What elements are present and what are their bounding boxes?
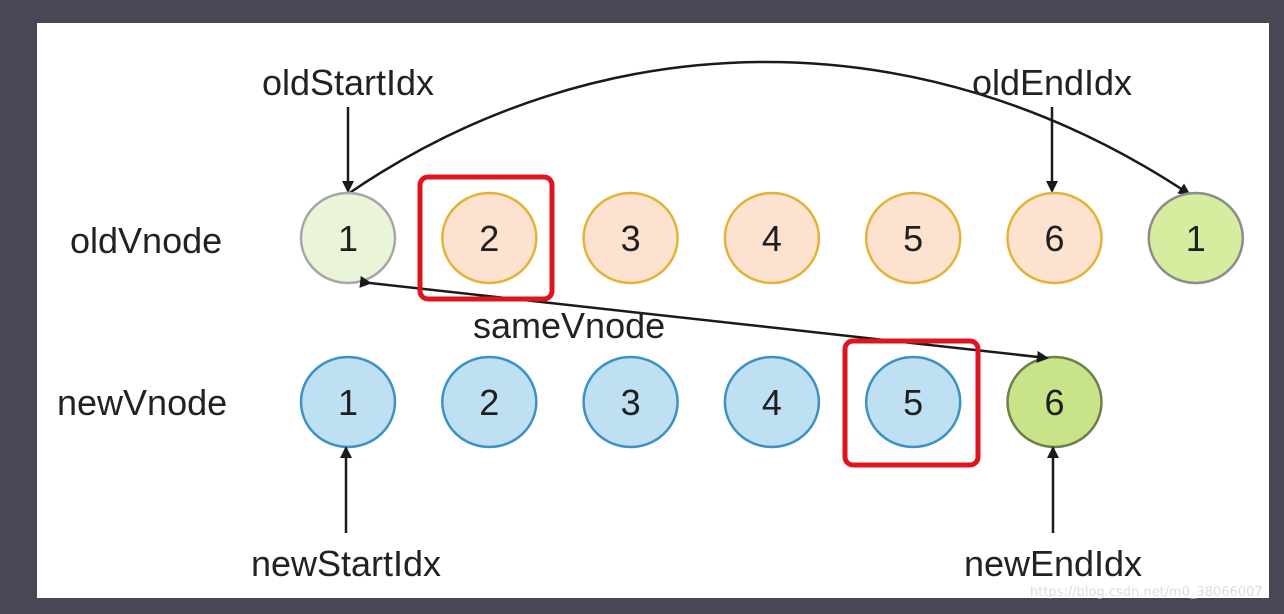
vnode-diff-diagram: oldStartIdx oldEndIdx oldVnode newVnode …: [57, 60, 1245, 584]
new-vnode-label: newVnode: [57, 382, 227, 423]
move-curve-arrow: [347, 60, 1191, 196]
watermark: https://blog.csdn.net/m0_38066007: [1030, 585, 1263, 600]
old-vnode-node-label: 6: [1044, 218, 1064, 259]
old-start-idx-label: oldStartIdx: [262, 62, 434, 103]
old-vnode-node-label: 1: [338, 218, 358, 259]
new-vnode-node-label: 6: [1044, 382, 1064, 423]
new-vnode-node-label: 5: [903, 382, 923, 423]
diagram-panel: oldStartIdx oldEndIdx oldVnode newVnode …: [37, 23, 1269, 598]
old-vnode-node-label: 2: [479, 218, 499, 259]
new-end-idx-label: newEndIdx: [964, 543, 1142, 584]
old-vnode-node-label: 5: [903, 218, 923, 259]
old-vnode-row: 1 2 3 4 5 6 1: [299, 191, 1245, 285]
old-end-idx-label: oldEndIdx: [972, 62, 1132, 103]
highlight-box-new-5: [842, 338, 981, 468]
old-vnode-node-7: [1147, 191, 1245, 285]
same-vnode-arrow: [359, 275, 1049, 363]
highlight-box-old-2: [417, 174, 555, 302]
new-vnode-node-label: 2: [479, 382, 499, 423]
old-vnode-node-label: 4: [762, 218, 782, 259]
new-start-idx-label: newStartIdx: [251, 543, 441, 584]
old-vnode-label: oldVnode: [70, 220, 222, 261]
new-vnode-node-label: 1: [338, 382, 358, 423]
old-vnode-node-6: [1006, 191, 1103, 285]
new-vnode-node-label: 3: [621, 382, 641, 423]
new-vnode-node-label: 4: [762, 382, 782, 423]
old-vnode-node-label: 3: [621, 218, 641, 259]
old-vnode-node-label: 1: [1186, 218, 1206, 259]
new-vnode-row: 1 2 3 4 5 6: [299, 355, 1103, 449]
same-vnode-label: sameVnode: [473, 305, 665, 346]
old-vnode-node-1: [299, 191, 397, 285]
